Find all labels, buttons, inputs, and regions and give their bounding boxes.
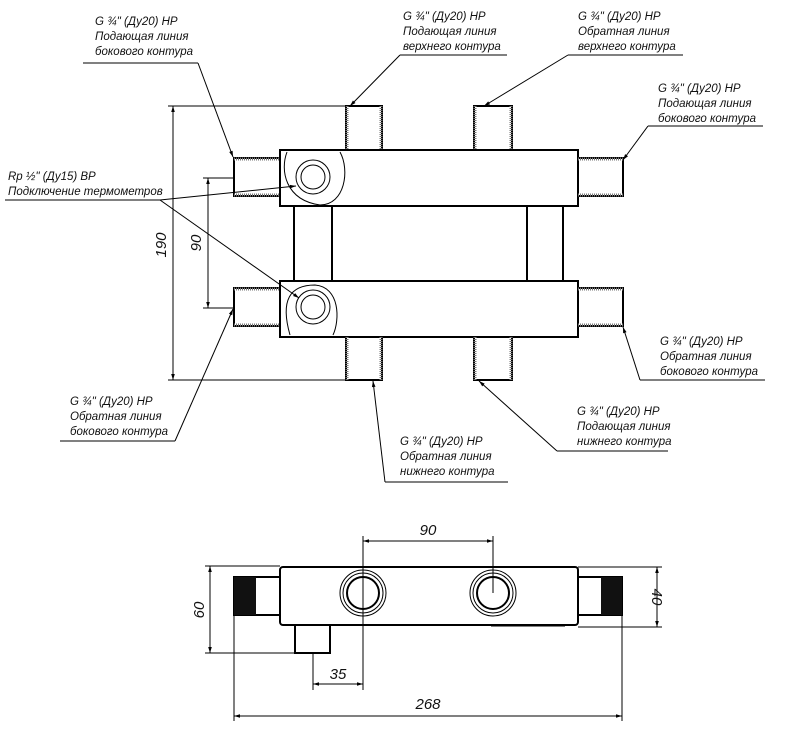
svg-text:G ¾" (Ду20) НР: G ¾" (Ду20) НР xyxy=(70,396,153,408)
svg-text:Подающая линия: Подающая линия xyxy=(577,421,671,433)
svg-text:G ¾" (Ду20) НР: G ¾" (Ду20) НР xyxy=(95,16,178,28)
callout-side-return-left: G ¾" (Ду20) НР Обратная линия бокового к… xyxy=(60,308,234,442)
dimension-label: 90 xyxy=(188,234,205,251)
thermometer-boss-bottom xyxy=(285,284,338,336)
dimension-label: 35 xyxy=(330,666,347,683)
callout-thermometer: Rp ½" (Ду15) ВР Подключение термометров xyxy=(5,171,300,299)
callout-lower-supply: G ¾" (Ду20) НР Подающая линия нижнего ко… xyxy=(478,380,672,452)
thermometer-port-bottom xyxy=(295,289,331,325)
callout-side-supply-top-left: G ¾" (Ду20) НР Подающая линия бокового к… xyxy=(83,16,234,158)
dimension-label: 90 xyxy=(420,522,437,539)
side-pipe-bottom-right xyxy=(577,287,624,327)
callout-side-supply-right: G ¾" (Ду20) НР Подающая линия бокового к… xyxy=(622,83,763,161)
svg-text:Подключение термометров: Подключение термометров xyxy=(8,186,163,198)
svg-text:верхнего контура: верхнего контура xyxy=(403,41,501,53)
connector-tube-right xyxy=(526,205,564,282)
dimension-268: 268 xyxy=(233,615,623,721)
svg-text:нижнего контура: нижнего контура xyxy=(400,466,495,478)
svg-text:G ¾" (Ду20) НР: G ¾" (Ду20) НР xyxy=(660,336,743,348)
bottom-pipe-right xyxy=(473,336,513,381)
svg-text:G ¾" (Ду20) НР: G ¾" (Ду20) НР xyxy=(577,406,660,418)
connector-tube-left xyxy=(293,205,333,282)
dimension-90-vertical: 90 xyxy=(188,177,234,309)
thermometer-port-top xyxy=(295,159,331,195)
thread-hatch-right xyxy=(601,577,622,615)
dimension-35: 35 xyxy=(312,653,363,690)
svg-text:Подающая линия: Подающая линия xyxy=(403,26,497,38)
thermometer-boss-top xyxy=(283,151,346,206)
svg-text:G ¾" (Ду20) НР: G ¾" (Ду20) НР xyxy=(658,83,741,95)
svg-text:Обратная линия: Обратная линия xyxy=(400,451,492,463)
svg-text:Обратная линия: Обратная линия xyxy=(660,351,752,363)
svg-text:бокового контура: бокового контура xyxy=(70,426,168,438)
svg-text:Подающая линия: Подающая линия xyxy=(658,98,752,110)
svg-text:нижнего контура: нижнего контура xyxy=(577,436,672,448)
dimension-label: 268 xyxy=(414,696,441,713)
side-pipe-bottom-left xyxy=(233,287,281,327)
dimension-90-horizontal: 90 xyxy=(362,522,494,690)
callout-lower-return: G ¾" (Ду20) НР Обратная линия нижнего ко… xyxy=(371,380,508,483)
front-view xyxy=(233,105,624,381)
top-view xyxy=(233,566,623,654)
svg-text:верхнего контура: верхнего контура xyxy=(578,41,676,53)
svg-text:Rp ½" (Ду15) ВР: Rp ½" (Ду15) ВР xyxy=(8,171,96,183)
dimension-60: 60 xyxy=(191,565,298,654)
side-pipe-top-right xyxy=(577,157,624,197)
svg-text:Подающая линия: Подающая линия xyxy=(95,31,189,43)
svg-text:бокового контура: бокового контура xyxy=(660,366,758,378)
bottom-pipe-left xyxy=(345,336,383,381)
svg-text:бокового контура: бокового контура xyxy=(658,113,756,125)
svg-text:G ¾" (Ду20) НР: G ¾" (Ду20) НР xyxy=(400,436,483,448)
top-pipe-left xyxy=(345,105,383,151)
dimension-40: 40 xyxy=(578,566,665,628)
svg-text:G ¾" (Ду20) НР: G ¾" (Ду20) НР xyxy=(403,11,486,23)
svg-text:Обратная линия: Обратная линия xyxy=(70,411,162,423)
dimension-190: 190 xyxy=(153,105,346,381)
callout-side-return-right: G ¾" (Ду20) НР Обратная линия бокового к… xyxy=(622,326,765,381)
svg-text:Обратная линия: Обратная линия xyxy=(578,26,670,38)
dimension-label: 190 xyxy=(153,232,170,258)
svg-text:бокового контура: бокового контура xyxy=(95,46,193,58)
top-pipe-right xyxy=(473,105,513,151)
thermometer-boss xyxy=(294,624,331,654)
callout-upper-supply: G ¾" (Ду20) НР Подающая линия верхнего к… xyxy=(349,11,507,107)
dimension-label: 60 xyxy=(191,601,208,618)
thread-hatch-left xyxy=(234,577,256,615)
header-body-top xyxy=(279,566,579,626)
dimension-label: 40 xyxy=(648,589,665,606)
callout-upper-return: G ¾" (Ду20) НР Обратная линия верхнего к… xyxy=(483,11,683,107)
svg-text:G ¾" (Ду20) НР: G ¾" (Ду20) НР xyxy=(578,11,661,23)
